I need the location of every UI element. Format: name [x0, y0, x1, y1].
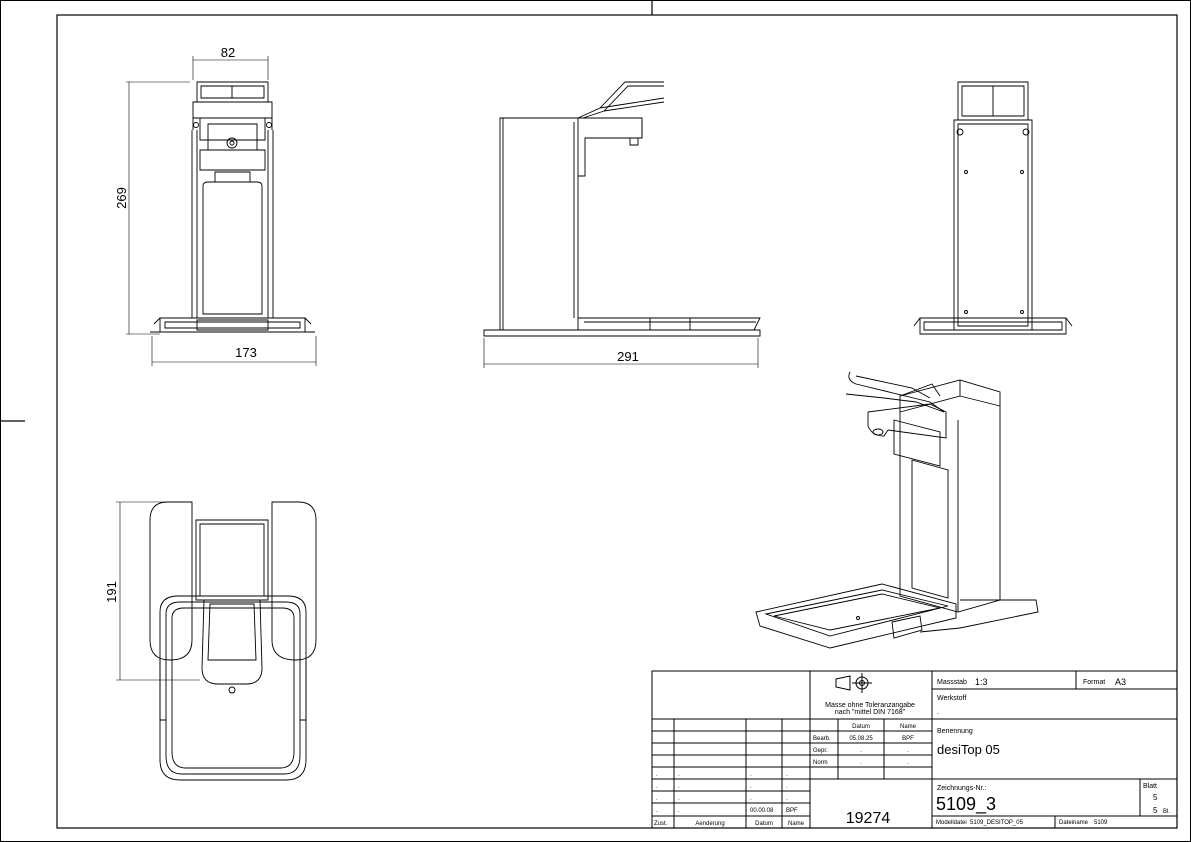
title-block [651, 670, 1178, 829]
rev-row1-col4: . [786, 772, 788, 778]
tolerance-note-line2: nach "mittel DIN 7168" [835, 709, 906, 716]
scale-label: Massstab [937, 679, 967, 686]
dimension-depth-top: 191 [104, 581, 119, 603]
top-dimensions [116, 501, 200, 681]
model-file-value: 5109_DESITOP_05 [970, 820, 1024, 826]
rev-row4-date: 00.00.08 [750, 808, 774, 814]
bearb-name: BPF [902, 736, 914, 742]
rev-row1-col1: . [656, 772, 658, 778]
dimension-length-side: 291 [617, 349, 639, 364]
col-name-header: Name [900, 724, 917, 730]
front-dimensions [126, 56, 317, 366]
rev-row1-col2: . [678, 772, 680, 778]
rev-row4-col2: . [678, 808, 680, 814]
material-label: Werkstoff [937, 695, 966, 702]
drawing-number-label: Zeichnungs-Nr.: [937, 785, 986, 792]
drawing-title: desiTop 05 [937, 742, 1000, 757]
rev-row2-col1: . [656, 784, 658, 790]
sheet-frame [56, 14, 1178, 829]
rev-row3-col2: . [678, 796, 680, 802]
rev-row2-col4: . [786, 784, 788, 790]
file-name-label: Dateiname [1059, 820, 1089, 826]
bearb-label: Bearb. [813, 736, 831, 742]
dimension-base-front: 173 [235, 345, 257, 360]
zust-label: Zust. [654, 821, 668, 827]
part-number: 19274 [846, 810, 891, 827]
bearb-date: 05.08.25 [849, 736, 873, 742]
format-label: Format [1083, 679, 1105, 686]
rev-row3-col3: . [750, 796, 752, 802]
norm-name: . [907, 760, 909, 766]
rev-row3-col4: . [786, 796, 788, 802]
rev-row4-name: BPF [786, 808, 798, 814]
format-value: A3 [1115, 677, 1126, 687]
rev-row3-col1: . [656, 796, 658, 802]
gepr-label: Gepr. [813, 748, 828, 754]
gepr-date: . [860, 748, 862, 754]
datum-label: Datum [755, 821, 773, 827]
front-view [150, 81, 315, 333]
isometric-view [755, 371, 1039, 649]
material-value: . [937, 709, 939, 716]
sheet-total-suffix: Bl. [1163, 809, 1170, 815]
model-file-label: Modelldatei [936, 820, 967, 826]
tolerance-note-line1: Masse ohne Toleranzangabe [825, 702, 915, 709]
name-col-label: Name [788, 821, 805, 827]
side-view [483, 81, 761, 337]
gepr-name: . [907, 748, 909, 754]
norm-date: . [860, 760, 862, 766]
rev-row1-col3: . [750, 772, 752, 778]
name-label: Benennung [937, 728, 973, 735]
dimension-height-front: 269 [114, 187, 129, 209]
drawing-number: 5109_3 [936, 794, 996, 815]
sheet-total: 5 [1153, 806, 1158, 815]
scale-value: 1:3 [975, 677, 988, 687]
sheet-label: Blatt [1143, 783, 1157, 790]
rev-row2-col2: . [678, 784, 680, 790]
side-dimensions [483, 338, 759, 368]
projection-symbol-icon [835, 673, 872, 693]
rev-row4-col1: . [656, 808, 658, 814]
col-date-header: Datum [852, 724, 870, 730]
rev-row2-col3: . [750, 784, 752, 790]
top-view [149, 501, 317, 781]
file-name-value: 5109 [1094, 820, 1108, 826]
sheet-number: 5 [1153, 793, 1158, 802]
dimension-width-front: 82 [221, 45, 235, 60]
norm-label: Norm [813, 760, 828, 766]
rear-view [913, 81, 1073, 335]
aenderung-label: Aenderung [695, 821, 724, 827]
